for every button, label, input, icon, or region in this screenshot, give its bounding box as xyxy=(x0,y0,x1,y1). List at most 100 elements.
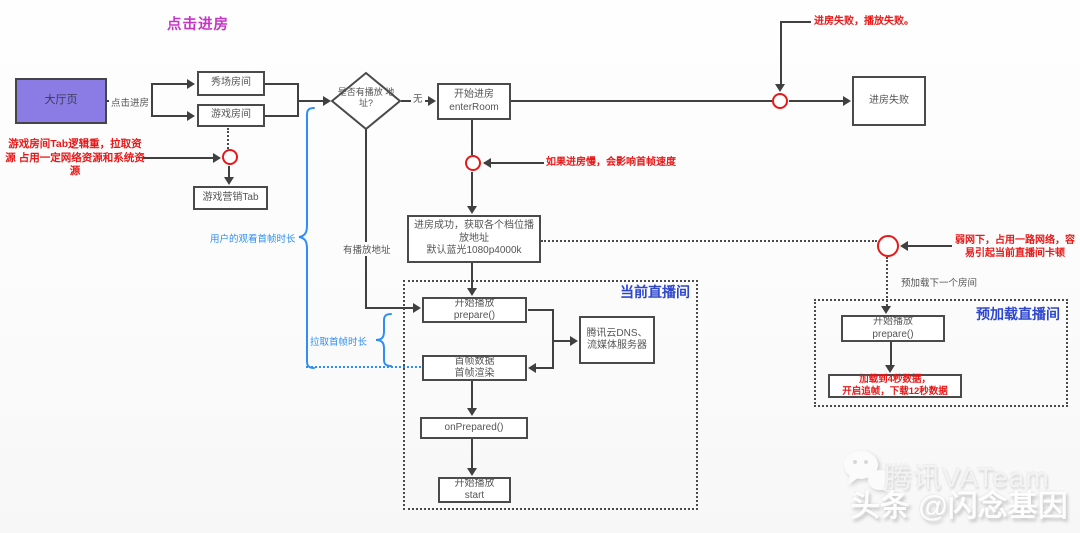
node-label: 流媒体服务器 xyxy=(587,340,647,351)
arrowhead xyxy=(187,111,195,121)
annotation-game-tab: 游戏房间Tab逻辑重，拉取资源 占用一定网络资源和系统资源 xyxy=(5,138,145,179)
node-label: 开始播放 xyxy=(873,316,913,327)
node-label: 放地址 xyxy=(459,232,489,244)
node-label: 大厅页 xyxy=(44,94,78,107)
arrowhead xyxy=(570,336,578,346)
page-title: 点击进房 xyxy=(167,17,229,33)
node-start: 开始播放 start xyxy=(438,477,511,503)
big-brace xyxy=(298,107,315,369)
connector xyxy=(151,83,153,117)
arrowhead xyxy=(528,363,536,373)
edge-label-preload-next: 预加载下一个房间 xyxy=(901,278,978,289)
arrowhead xyxy=(213,153,221,163)
connector xyxy=(471,263,473,288)
duration-braces xyxy=(298,107,392,369)
node-label: 腾讯云DNS、 xyxy=(586,327,648,339)
annotation-watch-duration: 用户的观看首帧时长 xyxy=(210,234,296,245)
connector xyxy=(297,100,323,102)
milestone-circle-enter-fail xyxy=(772,93,788,109)
connector xyxy=(471,381,473,408)
node-label: prepare() xyxy=(872,328,914,340)
connector xyxy=(536,367,553,369)
node-enter-room: 开始进房 enterRoom xyxy=(437,83,511,120)
node-label: 进房失败 xyxy=(869,94,909,106)
arrowhead xyxy=(323,96,331,106)
node-label: 开始播放 xyxy=(454,297,495,309)
arrowhead xyxy=(775,84,785,92)
annotation-line: 占用一定网络资源和系统资源 xyxy=(18,151,145,178)
decision-label: 是否有播放 地址? xyxy=(333,87,399,109)
node-first-frame: 首帧数据 首帧渲染 xyxy=(422,355,527,381)
connector xyxy=(471,172,473,206)
node-label: onPrepared() xyxy=(444,421,504,433)
node-show-room: 秀场房间 xyxy=(197,71,265,96)
connector xyxy=(151,83,187,85)
decision-label-line: 是否有播放 xyxy=(337,87,383,97)
node-enter-success: 进房成功，获取各个档位播 放地址 默认蓝光1080p4000k xyxy=(407,215,541,263)
watermark-source: 头条 @闪念基因 xyxy=(850,490,1068,523)
node-label: start xyxy=(464,490,485,501)
decision-label-line: 地址? xyxy=(358,87,395,108)
arrowhead xyxy=(428,96,436,106)
node-label: 进房成功，获取各个档位播 xyxy=(414,220,534,232)
node-preload-load: 加载到4秒数据， 开启追帧，下载12秒数据 xyxy=(828,374,962,398)
arrowhead xyxy=(187,79,195,89)
arrowhead xyxy=(483,158,491,168)
milestone-circle-game-tab xyxy=(222,149,238,165)
node-label: prepare() xyxy=(453,310,496,321)
connector xyxy=(789,100,843,102)
node-game-tab: 游戏营销Tab xyxy=(193,186,268,210)
connector xyxy=(471,439,473,468)
edge-label-has-url: 有播放地址 xyxy=(341,242,393,256)
connector xyxy=(151,115,187,117)
node-preload-prepare: 开始播放 prepare() xyxy=(841,315,945,342)
dotted-connector xyxy=(886,257,888,306)
annotation-pull-duration: 拉取首帧时长 xyxy=(310,337,368,348)
connector xyxy=(228,166,230,177)
node-label: 首帧渲染 xyxy=(454,368,495,379)
edge-label-click-enter: 点击进房 xyxy=(109,95,152,109)
node-label: 加载到4秒数据， xyxy=(859,374,931,386)
annotation-slow-enter: 如果进房慢，会影响首帧速度 xyxy=(546,157,676,168)
connector xyxy=(265,83,299,85)
node-label: 默认蓝光1080p4000k xyxy=(426,245,522,257)
node-enter-fail: 进房失败 xyxy=(852,76,926,126)
region-current-room xyxy=(403,280,698,510)
node-label: 开启追帧，下载12秒数据 xyxy=(842,386,948,397)
node-prepare: 开始播放 prepare() xyxy=(422,297,527,323)
node-label: 游戏营销Tab xyxy=(202,191,259,203)
annotation-weak-net: 弱网下，占用一路网络，容 易引起当前直播间卡顿 xyxy=(952,234,1078,260)
annotation-line: 弱网下，占用一路网络，容 xyxy=(955,235,1075,246)
connector xyxy=(471,120,473,155)
node-dns-server: 腾讯云DNS、 流媒体服务器 xyxy=(579,316,655,364)
node-on-prepared: onPrepared() xyxy=(420,417,528,439)
arrowhead xyxy=(467,288,477,296)
node-game-room: 游戏房间 xyxy=(197,104,265,127)
node-label: 开始播放 xyxy=(454,477,495,489)
region-title-preload-room: 预加载直播间 xyxy=(976,306,1060,322)
connector xyxy=(552,309,554,369)
annotation-enter-fail: 进房失败，播放失败。 xyxy=(814,16,914,27)
connector xyxy=(484,162,544,164)
node-label: 秀场房间 xyxy=(211,77,251,89)
connector xyxy=(365,307,413,309)
node-label: 首帧数据 xyxy=(454,355,495,367)
wechat-icon xyxy=(844,451,892,494)
connector xyxy=(781,21,811,23)
node-lobby: 大厅页 xyxy=(15,78,107,124)
arrowhead xyxy=(900,241,908,251)
arrowhead xyxy=(413,303,421,313)
connector xyxy=(890,342,892,365)
annotation-line: 易引起当前直播间卡顿 xyxy=(965,248,1065,259)
arrowhead xyxy=(885,365,895,373)
arrowhead xyxy=(224,177,234,185)
arrowhead xyxy=(467,468,477,476)
connector xyxy=(904,245,952,247)
annotation-line: 游戏房间Tab逻辑重，拉取资源 xyxy=(5,138,142,164)
connector xyxy=(552,340,570,342)
node-label: 开始进房 xyxy=(454,89,494,100)
connector xyxy=(511,100,772,102)
milestone-circle-enter-slow xyxy=(465,155,481,171)
dotted-connector xyxy=(227,128,229,149)
node-label: 游戏房间 xyxy=(211,109,251,121)
